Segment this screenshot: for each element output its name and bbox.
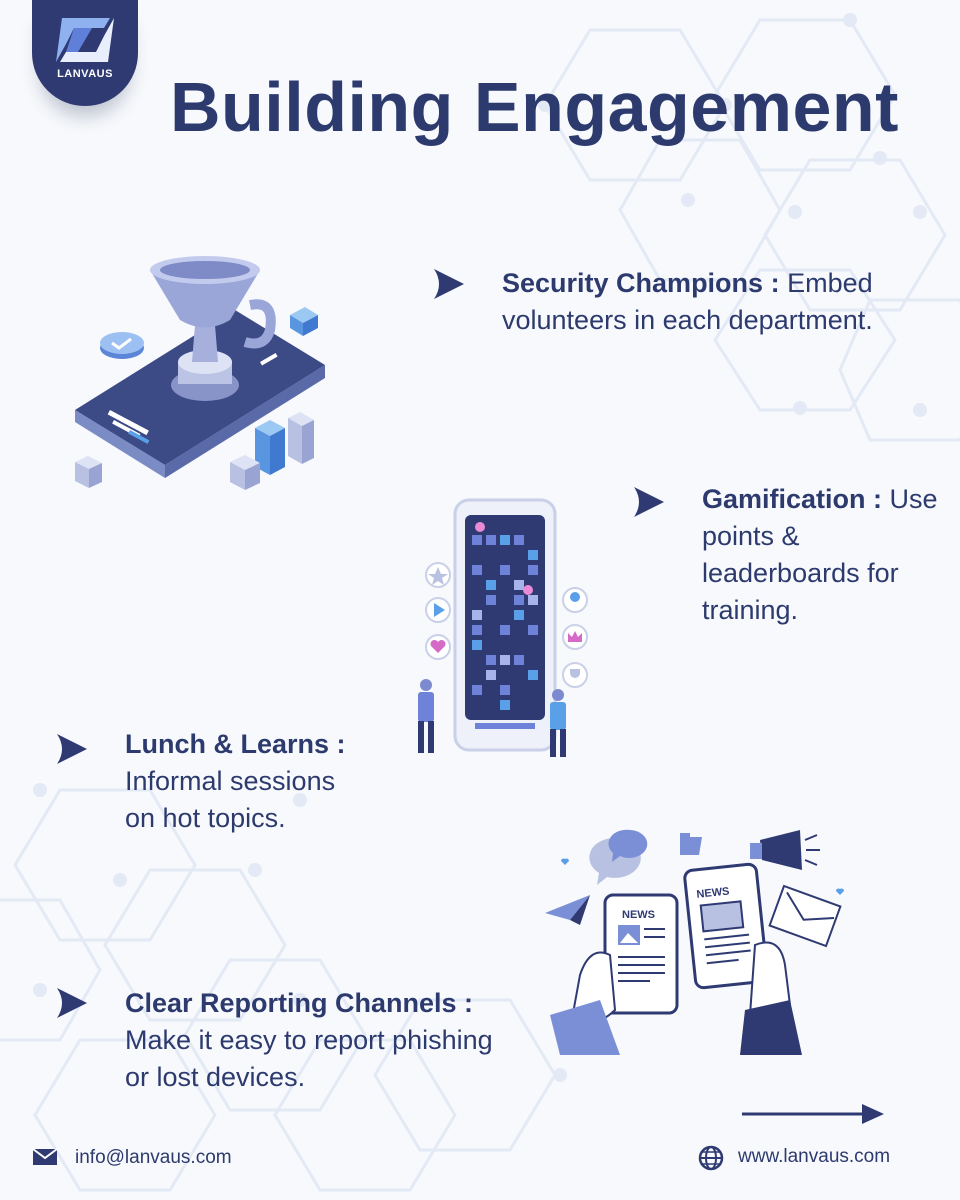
item-3-arrow-icon: [57, 734, 87, 764]
item-2-title: Gamification :: [702, 484, 883, 514]
page-title: Building Engagement: [170, 68, 899, 146]
item-4-arrow-icon: [57, 988, 87, 1018]
item-gamification: Gamification : Use points & leaderboards…: [702, 481, 942, 629]
item-2-description: Use points & leaderboards for training.: [702, 484, 938, 625]
maze-game-phone-illustration: [418, 498, 588, 757]
brand-logo: LANVAUS: [32, 0, 138, 106]
item-3-title: Lunch & Learns :: [125, 729, 346, 759]
footer-website[interactable]: www.lanvaus.com: [738, 1146, 891, 1167]
news-right-label: NEWS: [696, 885, 730, 900]
item-1-title: Security Champions :: [502, 268, 780, 298]
item-4-description: Make it easy to report phishing or lost …: [125, 1025, 493, 1092]
news-phones-illustration: NEWS NEWS: [545, 829, 844, 1055]
brand-name: LANVAUS: [57, 68, 113, 80]
arrow-right-icon[interactable]: [742, 1102, 887, 1126]
item-1-description: Embed volunteers in each department.: [502, 268, 873, 335]
globe-icon: [698, 1145, 724, 1171]
item-lunch-and-learns: Lunch & Learns : Informal sessions on ho…: [125, 726, 365, 837]
mail-icon: [32, 1148, 58, 1165]
item-clear-reporting-channels: Clear Reporting Channels : Make it easy …: [125, 985, 505, 1096]
footer-email[interactable]: info@lanvaus.com: [75, 1147, 232, 1168]
item-3-description: Informal sessions on hot topics.: [125, 766, 336, 833]
trophy-phone-illustration: [75, 256, 325, 490]
news-left-label: NEWS: [622, 909, 655, 921]
item-4-title: Clear Reporting Channels :: [125, 988, 474, 1018]
lanvaus-logo-icon: [56, 18, 114, 62]
item-2-arrow-icon: [634, 487, 664, 517]
item-1-arrow-icon: [434, 269, 464, 299]
item-security-champions: Security Champions : Embed volunteers in…: [502, 265, 902, 339]
